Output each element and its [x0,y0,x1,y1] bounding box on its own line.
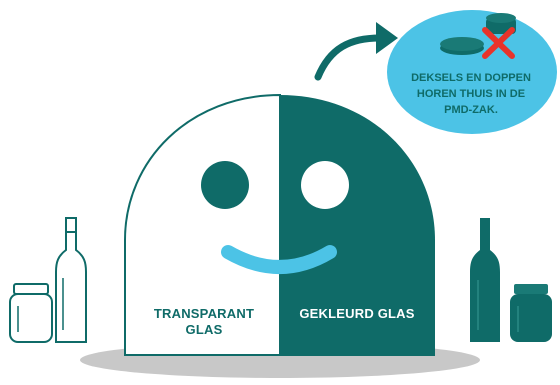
container-left-half [124,93,281,356]
callout-text: DEKSELS EN DOPPEN HOREN THUIS IN DE PMD-… [396,70,546,118]
bottle-icon [55,217,87,343]
bottle-icon [470,218,500,342]
colored-glass-label: GEKLEURD GLAS [299,306,415,321]
callout-bubble [387,10,557,134]
left-eye [201,161,249,209]
transparent-label-line1: TRANSPARANT [153,306,255,321]
callout-line2: HOREN THUIS IN DE [416,88,526,100]
callout-line1: DEKSELS EN DOPPEN [411,72,531,84]
cross-icon [482,27,515,59]
arrow-head [376,22,398,54]
container-right-half [280,95,435,355]
arrow-icon [314,34,384,81]
jar-icon [510,284,552,342]
jar-icon [9,283,53,343]
smile-icon [221,245,337,274]
transparent-glass-label: TRANSPARANT GLAS [130,306,278,338]
callout-line3: PMD-ZAK. [444,104,498,116]
transparent-label-line2: GLAS [185,322,223,337]
right-eye [301,161,349,209]
